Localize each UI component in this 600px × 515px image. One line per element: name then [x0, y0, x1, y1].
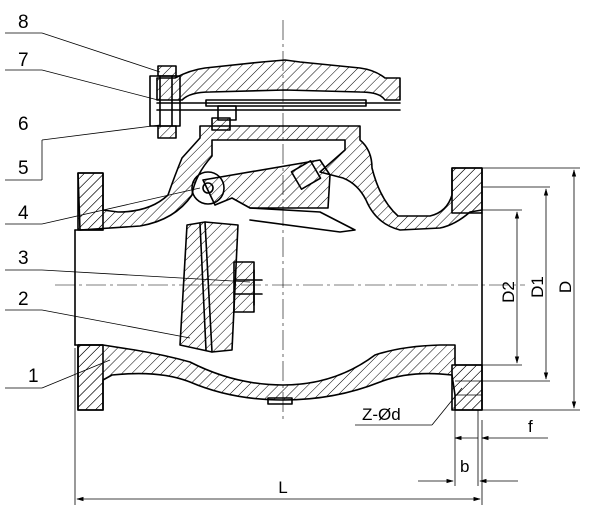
part-label-7: 7 [18, 50, 29, 71]
dim-label-b: b [460, 457, 469, 476]
hinge-pivot [191, 171, 225, 205]
part-label-8: 8 [18, 12, 29, 33]
dim-label-f: f [528, 417, 533, 436]
dimension-lines [74, 167, 580, 505]
right-flange-lower [451, 364, 483, 411]
leaders [5, 32, 251, 389]
right-flange-upper [451, 167, 483, 214]
part-label-2: 2 [18, 289, 29, 310]
nut-upper [157, 65, 177, 77]
part-label-3: 3 [18, 248, 29, 269]
dim-label-D: D [556, 281, 575, 293]
dim-label-Z-phi-d: Z-Ød [362, 405, 401, 424]
dim-label-D2: D2 [499, 281, 518, 303]
valve-body [74, 125, 483, 411]
bonnet-cover [149, 59, 401, 139]
part-label-1: 1 [28, 366, 39, 387]
disc-nut [233, 261, 255, 313]
dim-label-L: L [278, 478, 287, 497]
part-label-6: 6 [18, 114, 29, 135]
part-label-4: 4 [18, 203, 29, 224]
disc-assembly [179, 159, 356, 353]
hinge-pin-plug [211, 117, 231, 131]
left-flange-upper [77, 172, 104, 231]
part-label-5: 5 [18, 158, 29, 179]
nut-lower [157, 125, 177, 139]
dim-label-D1: D1 [528, 276, 547, 298]
left-flange-lower [77, 344, 104, 411]
